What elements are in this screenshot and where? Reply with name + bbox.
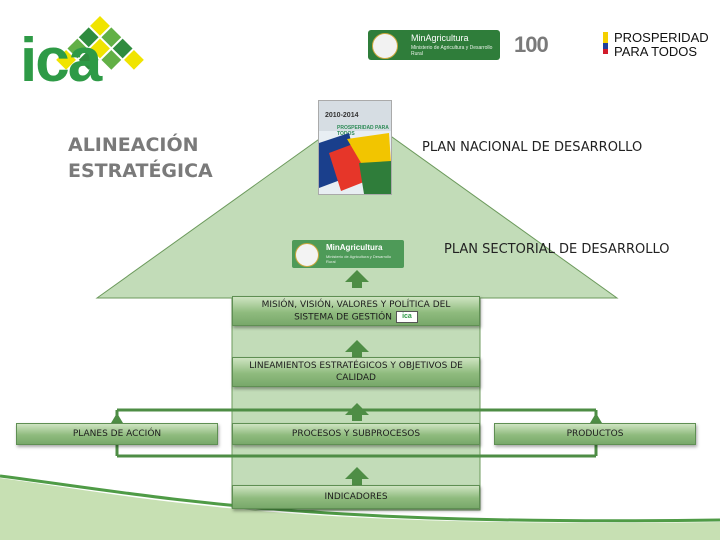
- mision-vision-box: MISIÓN, VISIÓN, VALORES Y POLÍTICA DEL S…: [232, 296, 480, 326]
- indicadores-label: INDICADORES: [324, 491, 387, 503]
- book-year-text: 2010-2014: [325, 112, 358, 119]
- productos-box: PRODUCTOS: [494, 423, 696, 445]
- lineamientos-line1: LINEAMIENTOS ESTRATÉGICOS Y OBJETIVOS DE: [249, 360, 463, 372]
- prosperidad-line1: PROSPERIDAD: [614, 31, 709, 45]
- minagri-mid-text: MinAgricultura: [326, 243, 382, 252]
- planes-accion-box: PLANES DE ACCIÓN: [16, 423, 218, 445]
- ica-mini-logo: ica: [396, 311, 418, 323]
- minagricultura-logo-subtext: Ministerio de Agricultura y Desarrollo R…: [411, 45, 497, 57]
- colombia-flag-icon: [603, 32, 608, 54]
- indicadores-box: INDICADORES: [232, 485, 480, 509]
- prosperidad-logo: PROSPERIDAD PARA TODOS: [614, 31, 709, 59]
- title-line1: ALINEACIÓN: [68, 132, 213, 158]
- minagricultura-sector-logo: MinAgricultura Ministerio de Agricultura…: [292, 240, 404, 268]
- title-line2: ESTRATÉGICA: [68, 158, 213, 184]
- procesos-box: PROCESOS Y SUBPROCESOS: [232, 423, 480, 445]
- prosperidad-line2: PARA TODOS: [614, 45, 709, 59]
- procesos-label: PROCESOS Y SUBPROCESOS: [292, 428, 420, 440]
- page-title: ALINEACIÓN ESTRATÉGICA: [68, 132, 213, 184]
- ica-logo: ica: [20, 30, 100, 92]
- productos-label: PRODUCTOS: [567, 428, 624, 440]
- mision-line2: SISTEMA DE GESTIÓN ica: [294, 311, 418, 324]
- pnd-book-image: 2010-2014 PROSPERIDAD PARA TODOS: [318, 100, 392, 195]
- lineamientos-box: LINEAMIENTOS ESTRATÉGICOS Y OBJETIVOS DE…: [232, 357, 480, 387]
- colombia-seal-icon: [295, 243, 319, 267]
- minagricultura-logo-text: MinAgricultura: [411, 33, 469, 43]
- mision-line2-text: SISTEMA DE GESTIÓN: [294, 312, 392, 322]
- planes-accion-label: PLANES DE ACCIÓN: [73, 428, 161, 440]
- minagricultura-logo: MinAgricultura Ministerio de Agricultura…: [368, 30, 500, 60]
- mision-line1: MISIÓN, VISIÓN, VALORES Y POLÍTICA DEL: [262, 299, 451, 311]
- lineamientos-line2: CALIDAD: [336, 372, 376, 384]
- plan-sectorial-label: PLAN SECTORIAL DE DESARROLLO: [444, 242, 670, 257]
- book-cover-art: [319, 133, 391, 194]
- minagri-mid-subtext: Ministerio de Agricultura y Desarrollo R…: [326, 254, 396, 264]
- colombia-seal-icon: [372, 33, 398, 59]
- plan-nacional-label: PLAN NACIONAL DE DESARROLLO: [422, 140, 642, 155]
- centenary-logo: 100: [514, 32, 548, 58]
